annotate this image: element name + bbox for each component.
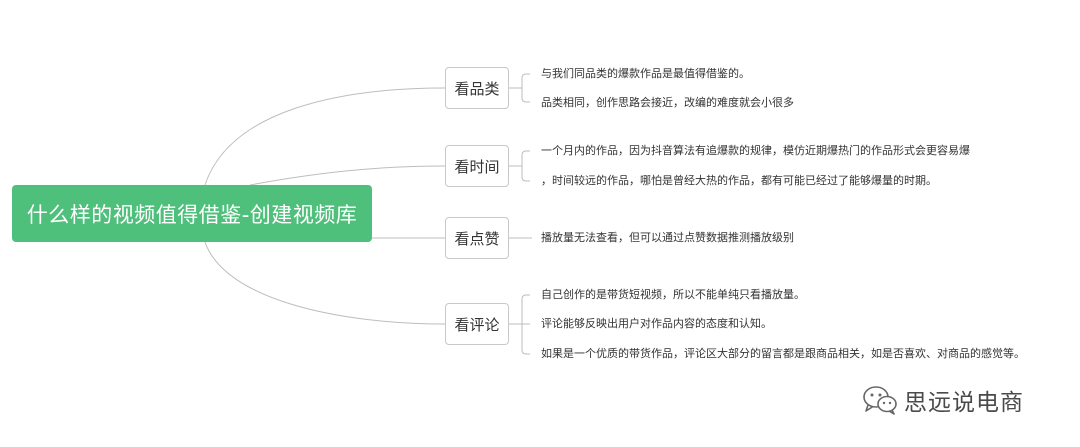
connector-root-branch-1 xyxy=(204,87,446,186)
branch-node-likes[interactable]: 看点赞 xyxy=(445,217,509,259)
leaf-likes-1: 播放量无法查看，但可以通过点赞数据推测播放级别 xyxy=(541,231,794,244)
branch-node-time[interactable]: 看时间 xyxy=(445,145,509,187)
connector-root-branch-2 xyxy=(249,165,446,186)
root-node[interactable]: 什么样的视频值得借鉴-创建视频库 xyxy=(12,185,372,242)
leaf-category-2: 品类相同，创作思路会接近，改编的难度就会小很多 xyxy=(541,96,794,109)
leaf-comments-3: 如果是一个优质的带货作品，评论区大部分的留言都是跟商品相关，如是否喜欢、对商品的… xyxy=(541,347,1025,360)
watermark-text: 思远说电商 xyxy=(904,390,1024,416)
branch-node-category[interactable]: 看品类 xyxy=(445,67,509,109)
connector-root-branch-4 xyxy=(204,241,446,325)
leaf-comments-1: 自己创作的是带货短视频，所以不能单纯只看播放量。 xyxy=(541,288,805,301)
leaf-time-1: 一个月内的作品，因为抖音算法有追爆款的规律，模仿近期爆热门的作品形式会更容易爆 xyxy=(541,144,970,157)
bracket-branch-4 xyxy=(509,294,530,355)
leaf-comments-2: 评论能够反映出用户对作品内容的态度和认知。 xyxy=(541,317,772,330)
branch-node-comments[interactable]: 看评论 xyxy=(445,303,509,345)
bracket-branch-2 xyxy=(509,150,530,182)
watermark: 思远说电商 xyxy=(862,382,1024,418)
leaf-time-2: ，时间较远的作品，哪怕是曾经大热的作品，都有可能已经过了能够爆量的时期。 xyxy=(541,174,937,187)
leaf-category-1: 与我们同品类的爆款作品是最值得借鉴的。 xyxy=(541,67,750,80)
wechat-icon xyxy=(863,386,897,415)
bracket-branch-1 xyxy=(509,73,530,103)
